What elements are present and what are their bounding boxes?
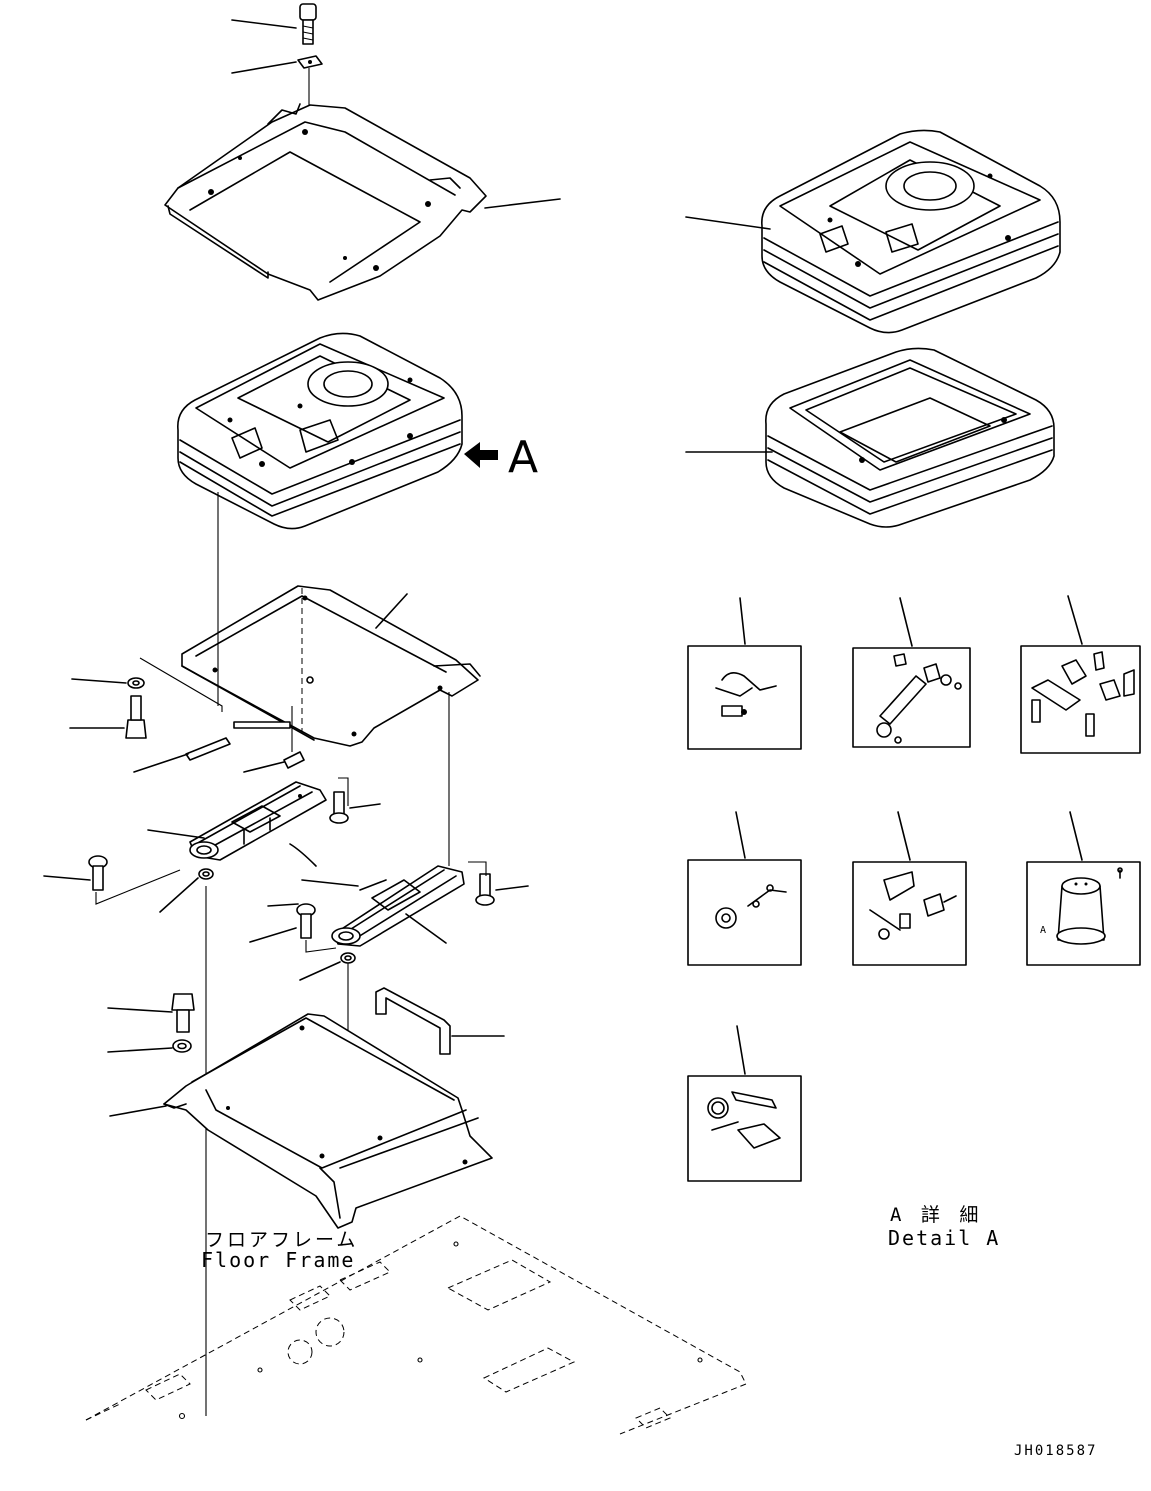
bottom-bolt	[171, 993, 195, 1033]
detail-box-adjuster	[1020, 645, 1141, 754]
detail-jp-label: A 詳 細	[890, 1204, 983, 1226]
slide-rail-left	[189, 781, 327, 861]
floor-frame-jp-label: フロアフレーム	[205, 1229, 359, 1251]
bottom-washer	[172, 1039, 192, 1053]
pin	[185, 737, 231, 761]
detail-en-label: Detail A	[888, 1226, 1001, 1250]
bolt-rail-2	[475, 873, 495, 906]
detail-box-shock	[852, 647, 971, 748]
connector-small-label: A	[1040, 925, 1047, 936]
detail-box-connector	[1026, 861, 1141, 966]
drawing-number: JH018587	[1014, 1443, 1098, 1459]
suspension-upper	[761, 129, 1061, 334]
view-arrow-label: A	[508, 432, 539, 483]
slide-plate	[181, 585, 481, 747]
bolt-left	[125, 695, 147, 739]
base-bracket	[163, 1013, 493, 1229]
suspension-bellows	[765, 347, 1055, 528]
bolt-rail-3	[296, 903, 316, 939]
washer-left	[127, 677, 145, 689]
top-bolt	[299, 3, 317, 45]
suspension-assembly	[177, 332, 463, 530]
detail-box-lever	[852, 861, 967, 966]
detail-box-wiring	[687, 645, 802, 750]
seat-bracket	[164, 103, 487, 301]
handle	[375, 987, 451, 1055]
bolt-rail-1	[329, 791, 349, 824]
slide-rail-right	[331, 865, 465, 947]
bolt-left-low	[88, 855, 108, 891]
spring	[283, 751, 305, 769]
detail-box-knob	[687, 859, 802, 966]
floor-frame	[85, 1215, 747, 1435]
floor-frame-en-label: Floor Frame	[201, 1248, 356, 1272]
top-washer	[297, 55, 323, 69]
nut-left	[198, 868, 214, 880]
view-arrow-icon	[464, 442, 498, 468]
detail-box-cable	[687, 1075, 802, 1182]
nut-right	[340, 952, 356, 964]
